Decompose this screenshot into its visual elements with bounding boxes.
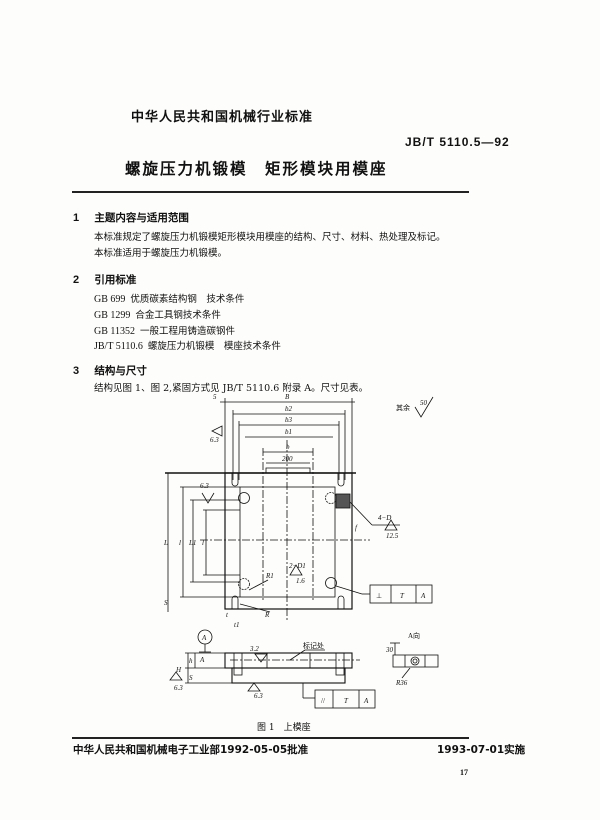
rest-roughness-label: 其余 xyxy=(396,403,410,412)
perpendicularity-symbol: ⊥ xyxy=(376,592,382,600)
section-2-heading: 2 引用标准 xyxy=(73,268,136,287)
ref-code: GB 699 xyxy=(94,294,126,305)
dim-H: H xyxy=(175,666,182,674)
dim-S: S xyxy=(164,599,168,607)
view-A-label: A向 xyxy=(408,631,420,640)
section-1-heading: 1 主题内容与适用范围 xyxy=(73,206,189,225)
dim-L: L xyxy=(163,539,168,547)
ref-code: GB 11352 xyxy=(94,326,136,337)
section-title: 引用标准 xyxy=(94,274,137,286)
dim-l: l xyxy=(179,539,181,547)
ref-code: JB/T 5110.6 xyxy=(94,341,143,352)
figure-caption: 图 1 上模座 xyxy=(257,723,311,733)
holes-4-D: 4−D xyxy=(378,514,391,522)
dim-S-side: S xyxy=(189,674,193,682)
datum-A: A xyxy=(420,592,426,600)
roughness-value: 12.5 xyxy=(386,532,399,540)
roughness-value: 3.2 xyxy=(249,645,259,653)
dim-200: 200 xyxy=(282,455,293,463)
dim-b: b xyxy=(286,443,290,451)
footer-rule xyxy=(72,737,469,739)
section-number: 3 xyxy=(73,365,80,377)
roughness-value: 6.3 xyxy=(254,692,263,700)
section-title: 主题内容与适用范围 xyxy=(94,212,189,224)
dim-b1: b1 xyxy=(285,428,292,436)
dim-f: f xyxy=(355,524,358,532)
dim-h: h xyxy=(189,657,193,665)
issuing-org: 中华人民共和国机械行业标准 xyxy=(131,110,314,125)
rest-roughness-value: 50 xyxy=(420,399,428,407)
dim-R36: R36 xyxy=(395,679,408,687)
ref-title: 合金工具钢技术条件 xyxy=(135,310,221,321)
reference-item: GB 699 优质碳素结构钢 技术条件 xyxy=(94,291,244,305)
section-3-heading: 3 结构与尺寸 xyxy=(73,359,147,378)
holes-2-D1: 2−D1 xyxy=(289,562,306,570)
ref-code: GB 1299 xyxy=(94,310,131,321)
section-number: 2 xyxy=(73,274,80,286)
paragraph: 本标准规定了螺旋压力机锻模矩形模块用模座的结构、尺寸、材料、热处理及标记。 xyxy=(94,232,446,243)
datum-A-label: A xyxy=(199,656,205,664)
parallelism-symbol: // xyxy=(321,697,325,705)
dim-L1: L1 xyxy=(188,539,196,547)
header-rule xyxy=(72,191,469,193)
roughness-value: 6.3 xyxy=(174,684,183,692)
dim-R: R xyxy=(264,611,270,619)
effective-date: 1993-07-01实施 xyxy=(437,744,526,756)
ref-title: 一般工程用铸造碳钢件 xyxy=(140,326,236,337)
ref-title: 螺旋压力机锻模 模座技术条件 xyxy=(147,341,281,352)
dim-R1: R1 xyxy=(265,572,274,580)
dim-30: 30 xyxy=(385,646,394,654)
paragraph: 本标准适用于螺旋压力机锻模。 xyxy=(94,248,228,259)
ref-title: 优质碳素结构钢 技术条件 xyxy=(130,294,245,305)
dim-5: 5 xyxy=(213,393,217,401)
dim-t1: t1 xyxy=(234,621,239,629)
page-number: 17 xyxy=(460,768,468,777)
tolerance-T: T xyxy=(344,697,349,705)
datum-A-symbol: A xyxy=(201,634,207,642)
reference-item: JB/T 5110.6 螺旋压力机锻模 模座技术条件 xyxy=(94,338,281,352)
reference-item: GB 1299 合金工具钢技术条件 xyxy=(94,307,221,321)
reference-item: GB 11352 一般工程用铸造碳钢件 xyxy=(94,323,235,337)
section-title: 结构与尺寸 xyxy=(94,365,147,377)
datum-A: A xyxy=(363,697,369,705)
dim-t: t xyxy=(226,611,229,619)
section-number: 1 xyxy=(73,212,80,224)
roughness-value: 6.3 xyxy=(200,482,209,490)
dim-B: B xyxy=(285,393,290,401)
standard-code: JB/T 5110.5—92 xyxy=(405,135,510,149)
roughness-value: 6.3 xyxy=(210,436,219,444)
dim-l-inner: l xyxy=(202,539,204,547)
approval-note: 中华人民共和国机械电子工业部1992-05-05批准 xyxy=(73,744,309,756)
dim-b3: b3 xyxy=(285,416,293,424)
tolerance-T: T xyxy=(400,592,405,600)
paragraph: 结构见图 1、图 2,紧固方式见 JB/T 5110.6 附录 A。尺寸见表。 xyxy=(94,383,369,394)
roughness-value: 1.6 xyxy=(296,577,305,585)
document-title: 螺旋压力机锻模 矩形模块用模座 xyxy=(125,160,388,178)
dim-b2: b2 xyxy=(285,405,293,413)
marking-location-label: 标记处 xyxy=(303,641,324,650)
